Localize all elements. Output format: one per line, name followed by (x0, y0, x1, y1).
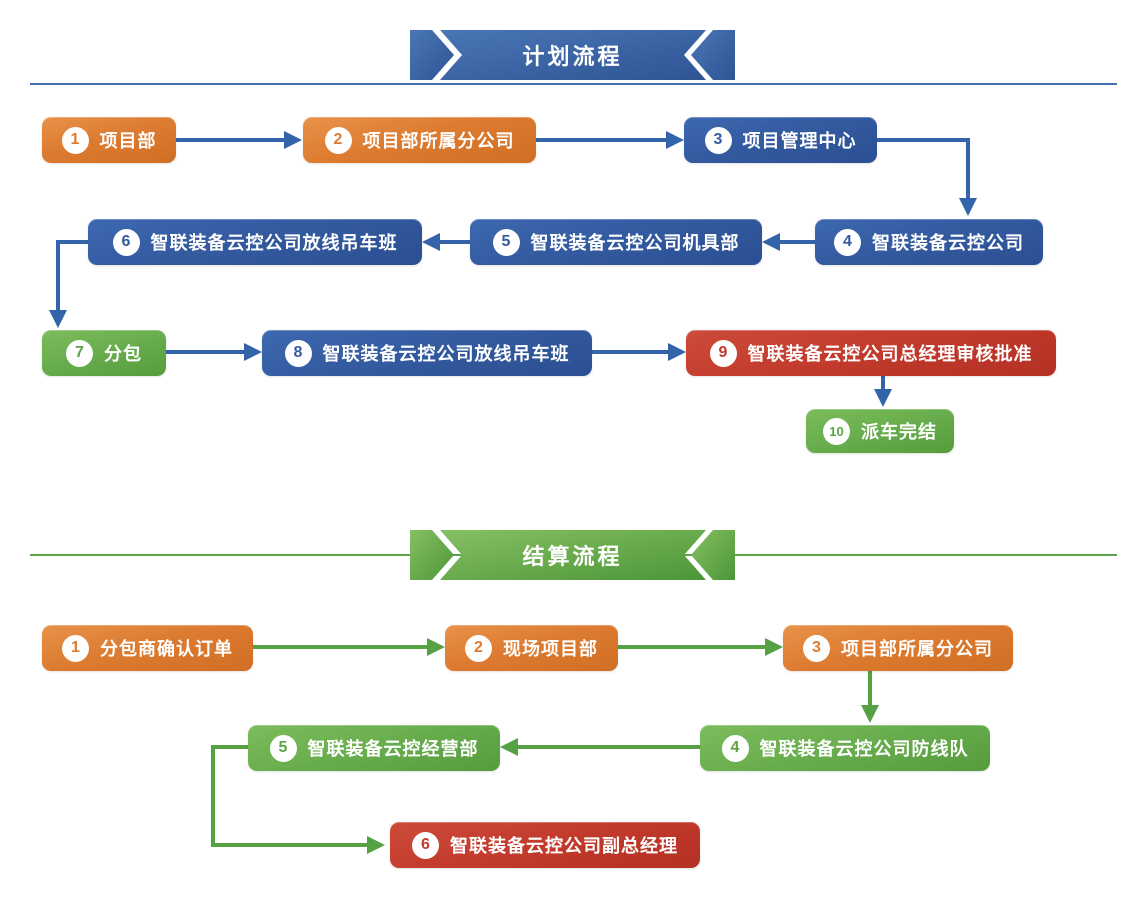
arrow-p3-p4 (877, 138, 970, 199)
flow-node-label: 分包商确认订单 (100, 639, 233, 659)
flow-node-label: 智联装备云控公司 (872, 233, 1024, 253)
settle-arrowheads (367, 638, 879, 854)
flow-node-settle-1: 1 分包商确认订单 (42, 625, 253, 671)
step-number-badge: 5 (492, 228, 520, 256)
flow-node-label: 项目管理中心 (742, 131, 857, 151)
step-number-badge: 4 (834, 228, 861, 256)
flow-node-label: 项目部所属分公司 (362, 131, 515, 151)
flow-node-label: 智联装备云控公司防线队 (759, 739, 969, 759)
flow-node-plan-4: 4 智联装备云控公司 (815, 219, 1043, 265)
settle-connectors (211, 645, 872, 847)
plan-connectors (56, 138, 970, 390)
arrow-s5-s6 (211, 745, 368, 847)
flow-node-label: 项目部所属分公司 (841, 639, 993, 659)
plan-arrowheads (49, 131, 977, 407)
flow-node-plan-2: 2 项目部所属分公司 (303, 117, 536, 163)
step-number-badge: 1 (62, 634, 89, 662)
flow-node-label: 智联装备云控经营部 (307, 739, 479, 759)
step-number-badge: 7 (66, 339, 93, 367)
flow-node-label: 智联装备云控公司放线吊车班 (322, 344, 570, 364)
step-number-badge: 3 (803, 634, 830, 662)
plan-banner-ribbon (410, 30, 735, 80)
flow-node-settle-6: 6 智联装备云控公司副总经理 (390, 822, 700, 868)
flow-node-plan-3: 3 项目管理中心 (684, 117, 877, 163)
flow-node-plan-7: 7 分包 (42, 330, 166, 376)
flow-node-plan-10: 10 派车完结 (806, 409, 954, 453)
step-number-badge: 2 (465, 634, 492, 662)
flow-node-plan-8: 8 智联装备云控公司放线吊车班 (262, 330, 592, 376)
flow-node-plan-1: 1 项目部 (42, 117, 176, 163)
flow-node-label: 分包 (104, 344, 142, 364)
flow-node-label: 现场项目部 (503, 639, 598, 659)
step-number-badge: 5 (269, 734, 297, 762)
step-number-badge: 9 (709, 339, 737, 367)
flow-node-settle-5: 5 智联装备云控经营部 (248, 725, 500, 771)
step-number-badge: 4 (721, 734, 749, 762)
flow-node-label: 智联装备云控公司副总经理 (450, 836, 678, 856)
flow-node-settle-3: 3 项目部所属分公司 (783, 625, 1013, 671)
flow-node-plan-9: 9 智联装备云控公司总经理审核批准 (686, 330, 1056, 376)
step-number-badge: 6 (412, 831, 439, 859)
flow-node-label: 智联装备云控公司总经理审核批准 (747, 344, 1033, 364)
settle-banner-title: 结算流程 (522, 544, 623, 569)
flow-node-label: 项目部 (99, 131, 157, 151)
step-number-badge: 10 (823, 417, 850, 445)
plan-banner-title: 计划流程 (522, 44, 623, 69)
flow-node-plan-6: 6 智联装备云控公司放线吊车班 (88, 219, 422, 265)
step-number-badge: 1 (61, 126, 89, 154)
settle-banner-ribbon (410, 530, 735, 580)
step-number-badge: 3 (704, 126, 732, 154)
flow-node-settle-2: 2 现场项目部 (445, 625, 618, 671)
step-number-badge: 8 (284, 339, 312, 367)
step-number-badge: 6 (112, 228, 140, 256)
flow-node-label: 智联装备云控公司机具部 (530, 233, 740, 253)
step-number-badge: 2 (324, 126, 352, 154)
arrow-p6-p7 (56, 240, 88, 311)
flow-node-label: 派车完结 (861, 422, 937, 442)
flow-node-label: 智联装备云控公司放线吊车班 (150, 233, 398, 253)
flow-node-settle-4: 4 智联装备云控公司防线队 (700, 725, 990, 771)
flow-node-plan-5: 5 智联装备云控公司机具部 (470, 219, 762, 265)
